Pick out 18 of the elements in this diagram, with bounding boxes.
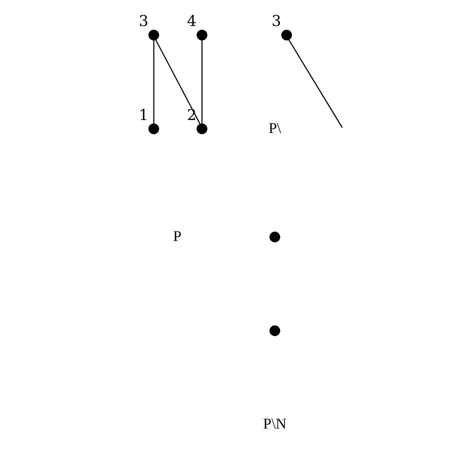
label: P\ <box>268 120 282 137</box>
connector <box>288 39 343 128</box>
node-label: 3 <box>138 12 148 30</box>
connector <box>201 40 203 124</box>
label: P <box>173 228 182 245</box>
connector <box>155 39 201 124</box>
node-circle <box>196 123 208 134</box>
node-circle <box>269 232 280 242</box>
node-label: 3 <box>272 12 282 30</box>
node-circle <box>148 123 160 134</box>
node-circle <box>281 30 292 40</box>
connector <box>153 40 154 124</box>
node-circle <box>196 30 208 40</box>
node-label: 1 <box>138 106 148 124</box>
node-label: 4 <box>187 12 197 30</box>
node-circle <box>148 30 160 40</box>
node-circle <box>269 325 280 336</box>
label: P\N <box>263 416 286 432</box>
